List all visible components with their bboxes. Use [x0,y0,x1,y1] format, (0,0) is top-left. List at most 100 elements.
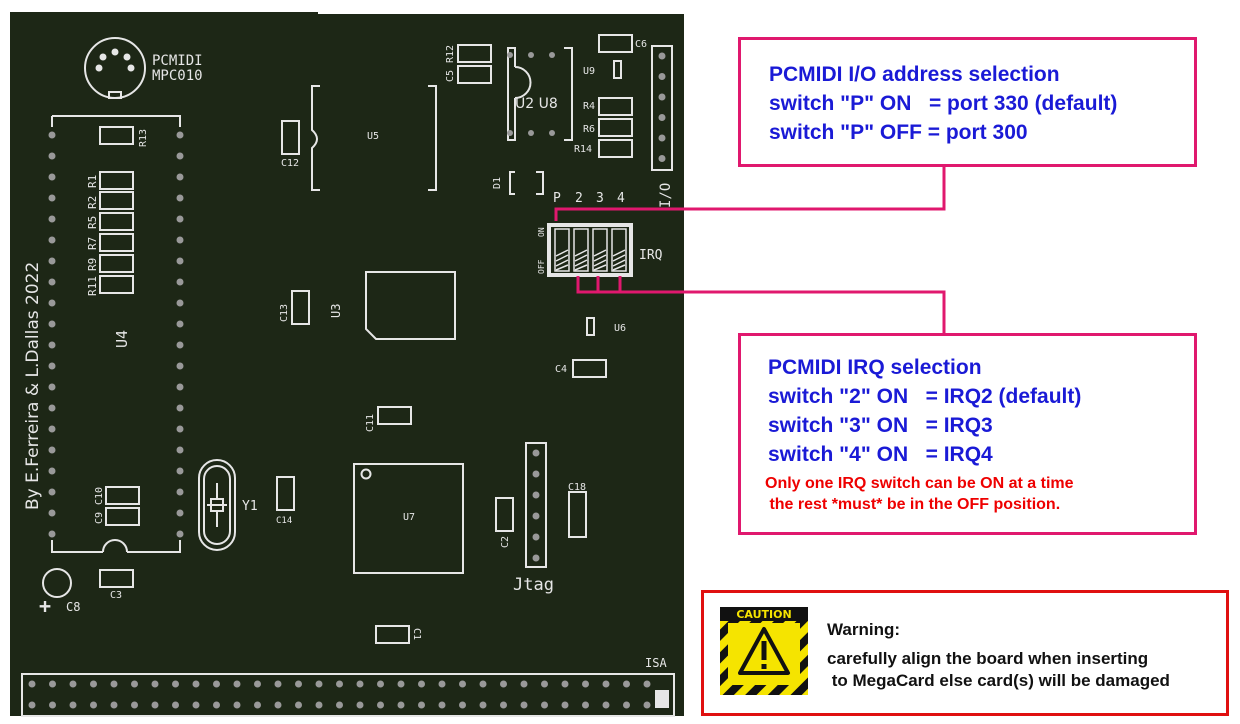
u4-pin [176,320,184,328]
io-note-line1: switch "P" ON = port 330 (default) [769,92,1118,115]
dip-switch [547,223,633,277]
isa-pin [500,680,507,688]
label-jtag: Jtag [513,575,554,595]
isa-pin [49,680,56,688]
label-c9: C9 [94,512,105,524]
c1-footprint [375,625,410,644]
u4-pin [48,236,56,244]
u4-pin [48,152,56,160]
isa-pin [541,701,548,709]
label-u6: U6 [614,323,626,334]
u2-u8-pin [507,130,513,136]
isa-pin [295,701,302,709]
u2-u8-pin [549,130,555,136]
label-c12: C12 [281,158,299,169]
irq-note-line1: switch "2" ON = IRQ2 (default) [768,385,1082,408]
isa-pin [541,680,548,688]
pcb-board [10,12,684,716]
u4-pin [176,509,184,517]
isa-pin [315,680,323,688]
u4-pin [48,194,56,202]
r1-footprint [99,171,134,190]
isa-pin [418,701,425,709]
c12-footprint [281,120,300,155]
u4-pin [48,362,56,370]
r4-footprint [598,97,633,116]
irq-selection-note: PCMIDI IRQ selection switch "2" ON = IRQ… [738,333,1197,535]
isa-pin [110,680,118,688]
u4-socket-outline [51,115,181,553]
u4-pin [48,530,56,538]
jtag-header-pin [532,491,540,499]
label-irq: IRQ [639,248,663,263]
label-c1: C1 [411,628,422,640]
u4-pin [176,299,184,307]
u4-pin [48,299,56,307]
io-header-pin [658,134,666,142]
isa-pin [561,680,569,688]
isa-pin [172,680,179,688]
io-header-pin [658,114,666,121]
jtag-header-pin [532,449,540,457]
u4-pin [176,530,184,538]
warning-box: CAUTION Warning: carefully align the boa… [701,590,1229,716]
label-r14: R14 [574,144,592,155]
u4-pin [48,131,56,139]
isa-pin [192,701,200,709]
u4-pin [176,236,184,244]
label-switch-3: 3 [596,191,604,206]
isa-pin [336,701,343,709]
isa-pin [213,680,220,688]
u4-pin [176,194,184,202]
label-switch-4: 4 [617,191,625,206]
jtag-header-pin [532,533,540,541]
board-title-line1: PCMIDI [152,53,203,69]
u4-pin [176,152,184,160]
u2-u8-pin [507,52,513,58]
label-switch-2: 2 [575,191,583,206]
isa-pin [377,680,384,688]
isa-pin [213,701,220,709]
u4-pin [48,215,56,223]
label-switch-off: OFF [537,259,546,274]
label-r4: R4 [583,101,595,112]
u4-pin [176,173,184,181]
callout-lines [554,167,946,334]
io-header-pin [658,73,666,80]
label-c18: C18 [568,482,586,493]
label-c4: C4 [555,364,567,375]
u2-u8-outline [507,47,573,141]
label-d1: D1 [492,177,503,189]
isa-pin [233,701,241,709]
isa-pin [110,701,118,709]
label-r5: R5 [86,216,99,229]
u4-pin [176,131,184,139]
isa-pin [356,680,364,688]
label-r9: R9 [86,258,99,271]
label-u2-u8: U2 U8 [515,96,558,112]
c5-footprint [457,65,492,84]
isa-pin [295,680,302,688]
isa-pin [274,701,282,709]
isa-pin [479,680,487,688]
irq-note-title: PCMIDI IRQ selection [768,356,982,379]
r14-footprint [598,139,633,158]
r11-footprint [99,275,134,294]
label-c11: C11 [365,414,376,432]
label-u9: U9 [583,66,595,77]
io-header-pin [658,52,666,60]
u4-pin [176,215,184,223]
board-title-line2: MPC010 [152,68,203,84]
c13-footprint [291,290,310,325]
isa-pin [582,680,589,688]
u3-outline [365,271,456,340]
c11-footprint [377,406,412,425]
c4-footprint [572,359,607,378]
r6-footprint [598,118,633,137]
label-u4: U4 [113,330,131,348]
label-switch-on: ON [537,227,546,237]
label-c5: C5 [445,70,456,82]
c9-footprint [105,507,140,526]
c10-footprint [105,486,140,505]
